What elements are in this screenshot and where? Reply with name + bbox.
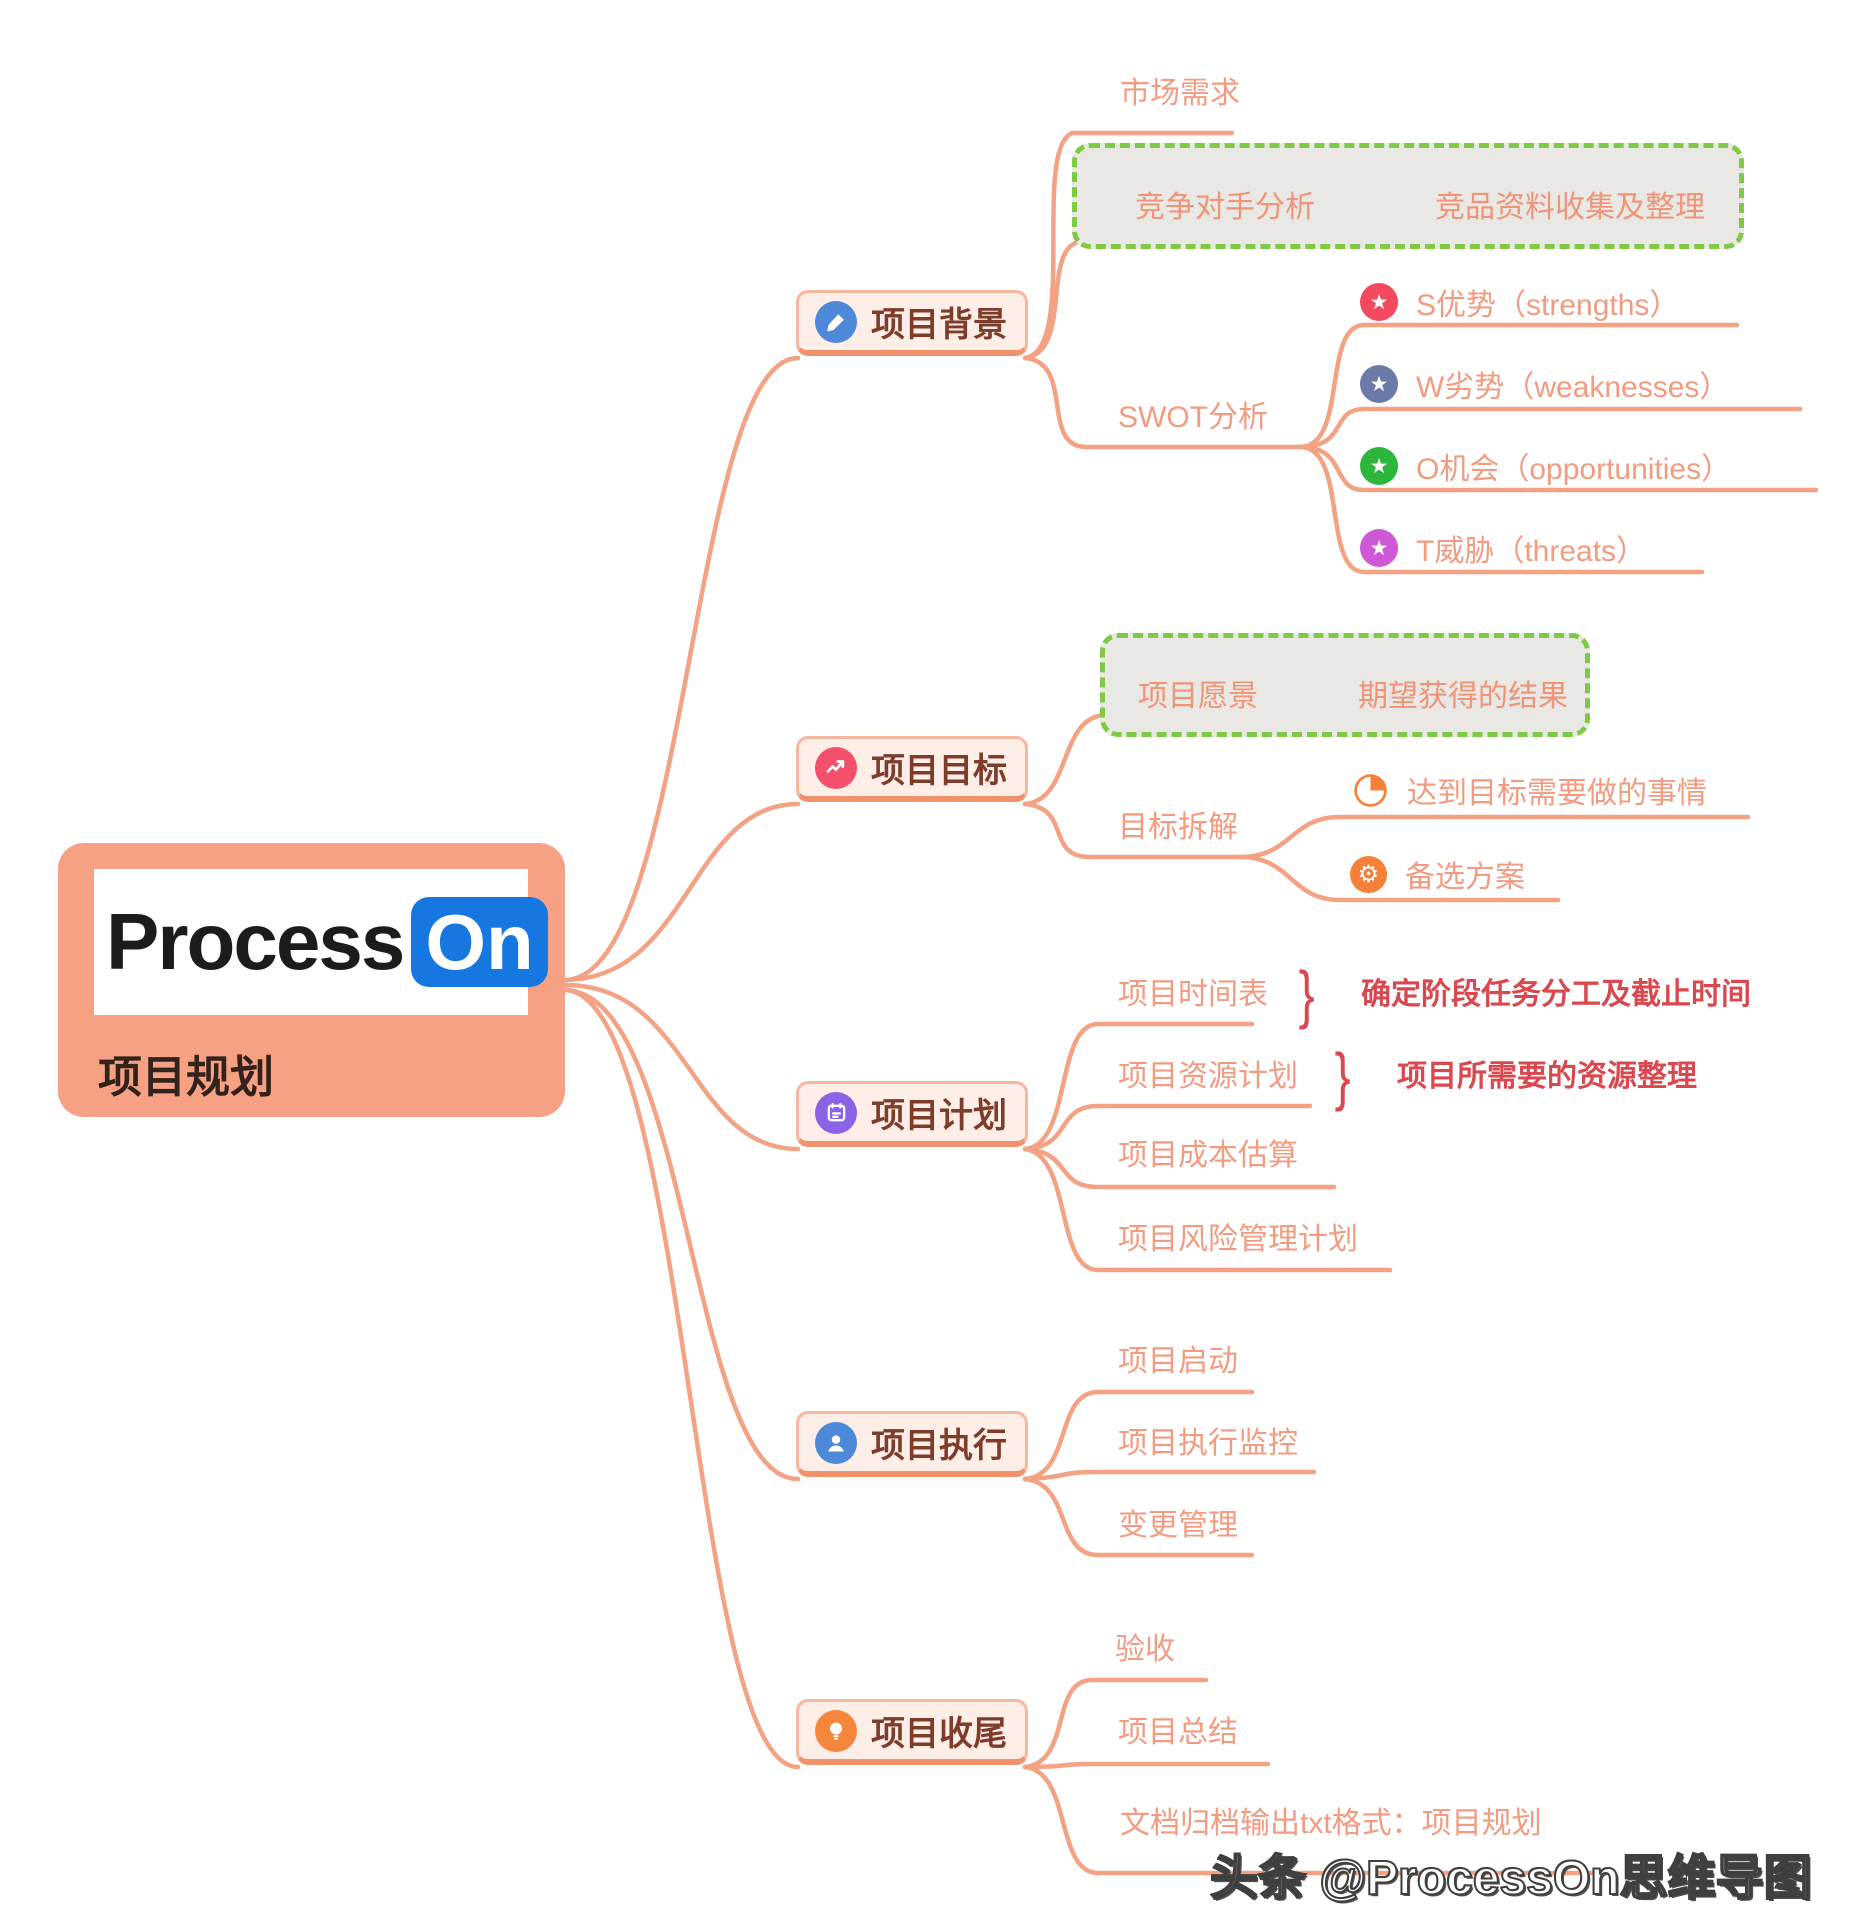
- node-swot-strengths[interactable]: ★ S优势（strengths）: [1360, 280, 1679, 324]
- node-swot-weaknesses[interactable]: ★ W劣势（weaknesses）: [1360, 362, 1729, 406]
- node-project-vision[interactable]: 项目愿景: [1138, 680, 1258, 713]
- node-competitor-analysis[interactable]: 竞争对手分析: [1135, 191, 1315, 224]
- node-cost-estimate[interactable]: 项目成本估算: [1118, 1139, 1298, 1172]
- node-market-demand[interactable]: 市场需求: [1120, 77, 1240, 110]
- root-title: 项目规划: [98, 1053, 274, 1102]
- row-label: 备选方案: [1405, 861, 1525, 894]
- callout-schedule-note[interactable]: 确定阶段任务分工及截止时间: [1361, 978, 1751, 1011]
- node-swot-opportunities[interactable]: ★ O机会（opportunities）: [1360, 444, 1731, 488]
- node-risk-plan[interactable]: 项目风险管理计划: [1118, 1223, 1358, 1256]
- node-execution-monitor[interactable]: 项目执行监控: [1118, 1427, 1298, 1460]
- node-project-schedule[interactable]: 项目时间表: [1118, 978, 1268, 1011]
- node-project-execution[interactable]: 项目执行: [796, 1411, 1028, 1477]
- topic-label: 项目执行: [871, 1427, 1007, 1465]
- node-alternative-plan[interactable]: ⚙ 备选方案: [1350, 852, 1525, 896]
- pie-chart-icon: [1352, 772, 1389, 809]
- star-icon: ★: [1360, 365, 1398, 403]
- root-node[interactable]: Process On 项目规划: [58, 843, 565, 1117]
- node-kickoff[interactable]: 项目启动: [1118, 1345, 1238, 1378]
- brace-glyph: }: [1298, 958, 1315, 1030]
- clipboard-icon: [815, 1091, 857, 1134]
- gear-icon: ⚙: [1350, 855, 1387, 893]
- topic-label: 项目目标: [871, 752, 1007, 790]
- processon-logo: Process On: [94, 869, 548, 1015]
- node-project-closing[interactable]: 项目收尾: [796, 1699, 1028, 1765]
- node-vision-note[interactable]: 期望获得的结果: [1358, 680, 1568, 713]
- star-icon: ★: [1360, 529, 1398, 567]
- node-acceptance[interactable]: 验收: [1115, 1633, 1175, 1666]
- topic-label: 项目背景: [871, 306, 1007, 344]
- callout-resource-note[interactable]: 项目所需要的资源整理: [1397, 1060, 1697, 1093]
- trend-up-icon: [815, 746, 857, 789]
- node-doc-archive[interactable]: 文档归档输出txt格式：项目规划: [1120, 1807, 1542, 1840]
- node-project-plan[interactable]: 项目计划: [796, 1081, 1028, 1147]
- watermark: 头条 @ProcessOn思维导图: [1209, 1851, 1813, 1906]
- node-goal-todo[interactable]: 达到目标需要做的事情: [1352, 768, 1707, 812]
- node-project-goal[interactable]: 项目目标: [796, 736, 1028, 802]
- logo-badge: On: [411, 897, 548, 987]
- node-swot-analysis[interactable]: SWOT分析: [1118, 401, 1268, 434]
- logo-word: Process: [106, 897, 405, 986]
- star-icon: ★: [1360, 283, 1398, 321]
- star-icon: ★: [1360, 447, 1398, 485]
- row-label: T威胁（threats）: [1416, 535, 1647, 568]
- group-project-vision[interactable]: 项目愿景 期望获得的结果: [1100, 633, 1590, 737]
- node-goal-decompose[interactable]: 目标拆解: [1118, 811, 1238, 844]
- row-label: 达到目标需要做的事情: [1407, 777, 1707, 810]
- node-change-management[interactable]: 变更管理: [1118, 1509, 1238, 1542]
- node-competitor-note[interactable]: 竞品资料收集及整理: [1435, 191, 1705, 224]
- topic-label: 项目计划: [871, 1097, 1007, 1135]
- lightbulb-icon: [815, 1709, 857, 1752]
- pencil-icon: [815, 300, 857, 343]
- group-competitor-analysis[interactable]: 竞争对手分析 竞品资料收集及整理: [1072, 143, 1744, 249]
- brace-glyph: }: [1334, 1040, 1351, 1112]
- node-swot-threats[interactable]: ★ T威胁（threats）: [1360, 526, 1646, 570]
- node-resource-plan[interactable]: 项目资源计划: [1118, 1060, 1298, 1093]
- person-icon: [815, 1421, 857, 1464]
- topic-label: 项目收尾: [871, 1715, 1007, 1753]
- node-project-summary[interactable]: 项目总结: [1118, 1716, 1238, 1749]
- node-project-background[interactable]: 项目背景: [796, 290, 1028, 356]
- row-label: S优势（strengths）: [1416, 289, 1680, 322]
- row-label: O机会（opportunities）: [1416, 453, 1732, 486]
- row-label: W劣势（weaknesses）: [1416, 371, 1730, 404]
